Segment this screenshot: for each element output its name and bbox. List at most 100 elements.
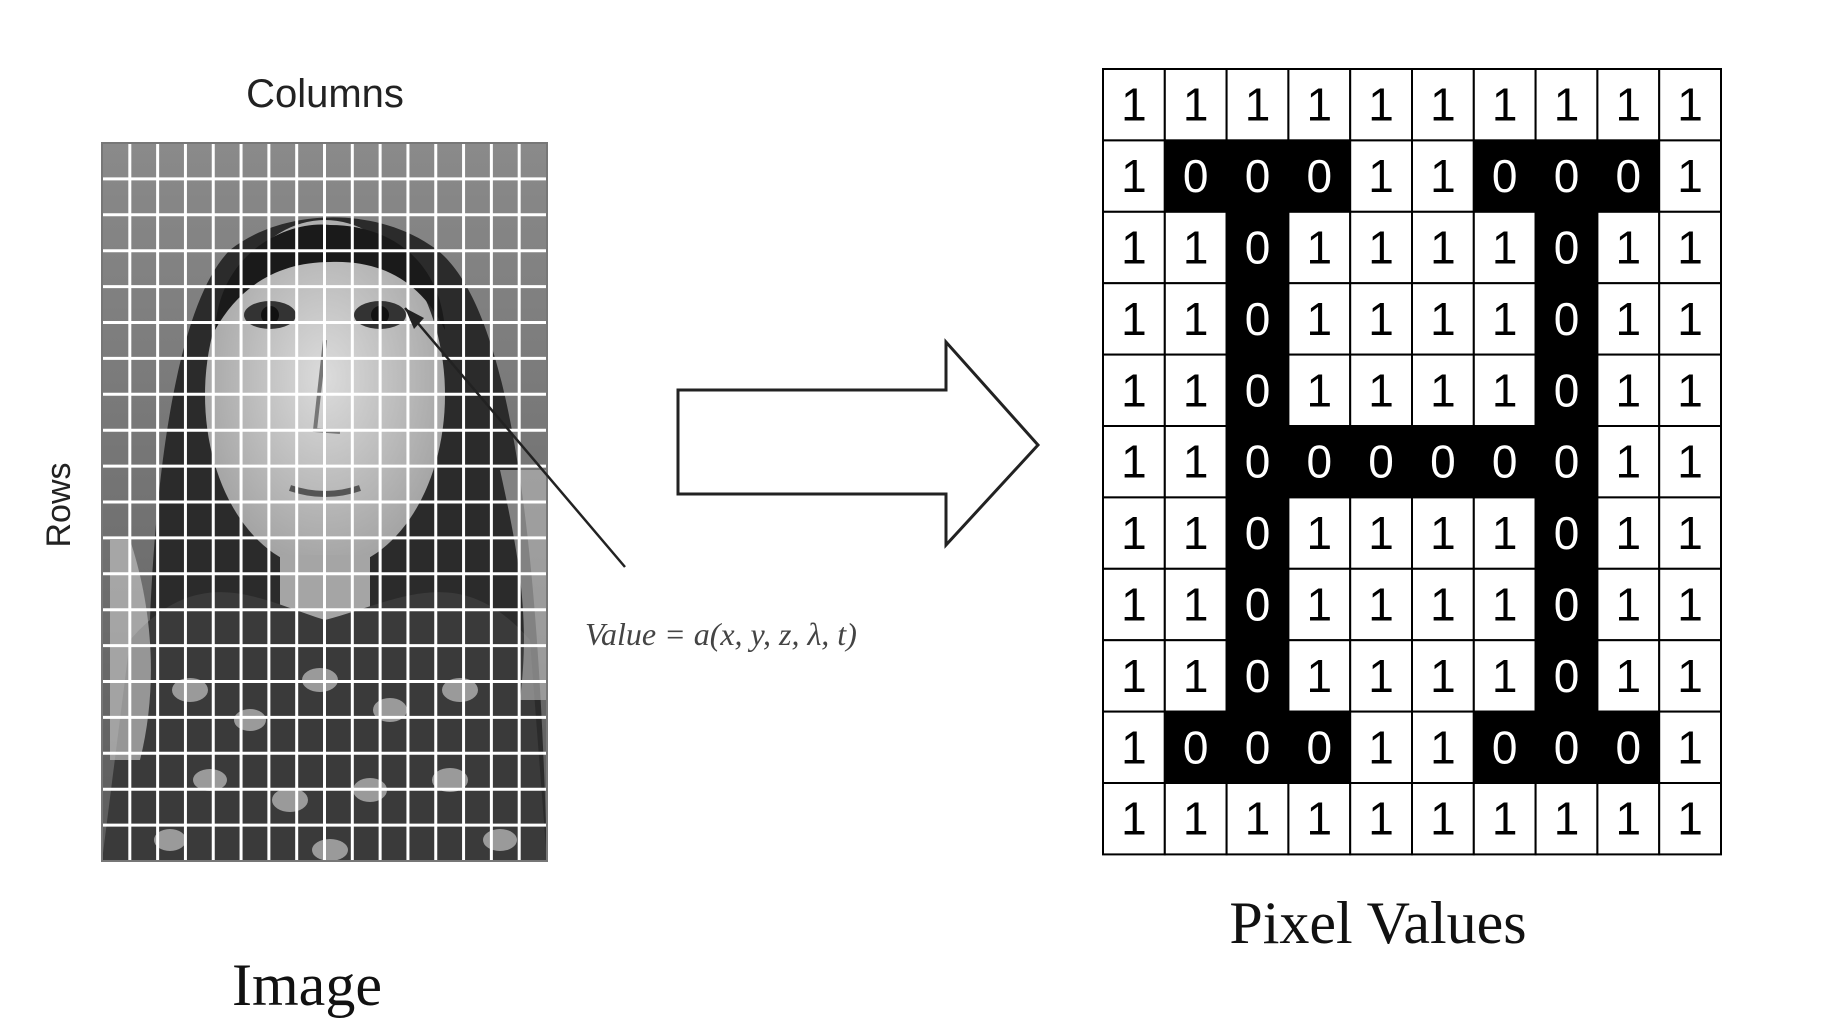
pixel-value: 1 <box>1492 293 1518 345</box>
pixel-value: 1 <box>1677 150 1703 202</box>
pixel-value: 1 <box>1368 579 1394 631</box>
pixel-value: 1 <box>1677 793 1703 845</box>
pixel-cell <box>1596 496 1661 570</box>
pixel-value: 1 <box>1677 364 1703 416</box>
pixel-value: 1 <box>1677 293 1703 345</box>
pixel-cell <box>1102 567 1166 642</box>
pixel-value: 1 <box>1307 507 1333 559</box>
pixel-cell <box>1658 282 1722 356</box>
pixel-value: 0 <box>1245 293 1271 345</box>
pixel-value: 1 <box>1368 721 1394 773</box>
pixel-value: 1 <box>1677 436 1703 488</box>
pixel-cell <box>1349 710 1413 784</box>
pixel-value: 1 <box>1307 579 1333 631</box>
pixel-cell <box>1287 353 1352 428</box>
pixel-value: 0 <box>1245 436 1271 488</box>
pixel-value: 0 <box>1554 721 1580 773</box>
pixel-value: 1 <box>1492 507 1518 559</box>
pixel-cell <box>1163 139 1228 213</box>
pixel-value: 1 <box>1677 650 1703 702</box>
pixel-cell <box>1225 353 1290 428</box>
pixel-cell <box>1596 567 1661 642</box>
pixel-value: 1 <box>1492 364 1518 416</box>
pixel-value: 1 <box>1368 293 1394 345</box>
pixel-value: 1 <box>1183 507 1209 559</box>
pixel-cell <box>1349 425 1413 499</box>
pixel-cell <box>1472 210 1537 285</box>
pixel-value: 1 <box>1183 293 1209 345</box>
pixel-value: 1 <box>1430 293 1456 345</box>
pixel-value: 0 <box>1245 721 1271 773</box>
pixel-value: 1 <box>1616 222 1642 274</box>
pixel-value: 0 <box>1554 436 1580 488</box>
pixel-value: 1 <box>1430 650 1456 702</box>
pointer-line <box>404 307 626 568</box>
pixel-cell <box>1225 210 1290 285</box>
pixel-cell <box>1287 567 1352 642</box>
pixel-value: 1 <box>1616 650 1642 702</box>
pixel-value: 1 <box>1121 436 1147 488</box>
pixel-value: 1 <box>1677 79 1703 131</box>
pixel-value: 1 <box>1554 793 1580 845</box>
pixel-value: 1 <box>1430 579 1456 631</box>
pixel-value: 1 <box>1492 579 1518 631</box>
pixel-value: 1 <box>1183 650 1209 702</box>
pixel-value: 0 <box>1554 364 1580 416</box>
right-arrow-icon <box>676 338 1041 549</box>
pixel-cell <box>1287 282 1352 356</box>
pixel-value: 1 <box>1368 507 1394 559</box>
pixel-value: 1 <box>1183 579 1209 631</box>
pixel-value: 1 <box>1677 721 1703 773</box>
pixel-value: 1 <box>1121 222 1147 274</box>
pixel-value: 1 <box>1616 293 1642 345</box>
pixel-cell <box>1102 139 1166 213</box>
pixel-value: 1 <box>1430 364 1456 416</box>
pixel-value: 0 <box>1183 721 1209 773</box>
pixel-value: 0 <box>1307 150 1333 202</box>
pixel-value: 1 <box>1430 793 1456 845</box>
pixel-cell <box>1534 710 1599 784</box>
pixel-value: 1 <box>1368 150 1394 202</box>
pixel-value: 0 <box>1430 436 1456 488</box>
pixel-value: 1 <box>1307 222 1333 274</box>
pixel-cell <box>1102 425 1166 499</box>
pixel-cell <box>1102 282 1166 356</box>
pixel-cell <box>1287 782 1352 856</box>
pixel-value: 1 <box>1492 79 1518 131</box>
pixel-value: 0 <box>1245 222 1271 274</box>
pixel-cell <box>1287 139 1352 213</box>
pixel-cell <box>1225 710 1290 784</box>
pixel-value: 1 <box>1183 793 1209 845</box>
pixel-value: 1 <box>1183 436 1209 488</box>
pixel-cell <box>1102 710 1166 784</box>
pixel-value: 1 <box>1121 364 1147 416</box>
pixel-cell <box>1658 710 1722 784</box>
pixel-value: 1 <box>1307 793 1333 845</box>
pixel-value: 0 <box>1616 721 1642 773</box>
pixel-cell <box>1596 639 1661 713</box>
pixel-cell <box>1658 139 1722 213</box>
pixel-value: 1 <box>1307 364 1333 416</box>
pixel-value: 1 <box>1183 364 1209 416</box>
pixel-cell <box>1658 68 1722 142</box>
pixel-value: 1 <box>1430 79 1456 131</box>
pixel-cell <box>1411 353 1475 428</box>
pixel-value: 1 <box>1245 793 1271 845</box>
pixel-value: 0 <box>1554 650 1580 702</box>
pixel-value: 1 <box>1368 222 1394 274</box>
pixel-cell <box>1534 68 1599 142</box>
portrait-image <box>101 142 548 862</box>
pixel-value: 1 <box>1616 793 1642 845</box>
pixel-value: 0 <box>1245 507 1271 559</box>
pixel-value: 1 <box>1245 79 1271 131</box>
pixel-value: 0 <box>1554 579 1580 631</box>
pixel-value: 1 <box>1121 721 1147 773</box>
pixel-cell <box>1596 282 1661 356</box>
pixel-value: 0 <box>1245 650 1271 702</box>
pixel-cell <box>1102 496 1166 570</box>
rows-label: Rows <box>40 462 78 547</box>
pixel-value: 1 <box>1121 650 1147 702</box>
pixel-value: 1 <box>1121 507 1147 559</box>
